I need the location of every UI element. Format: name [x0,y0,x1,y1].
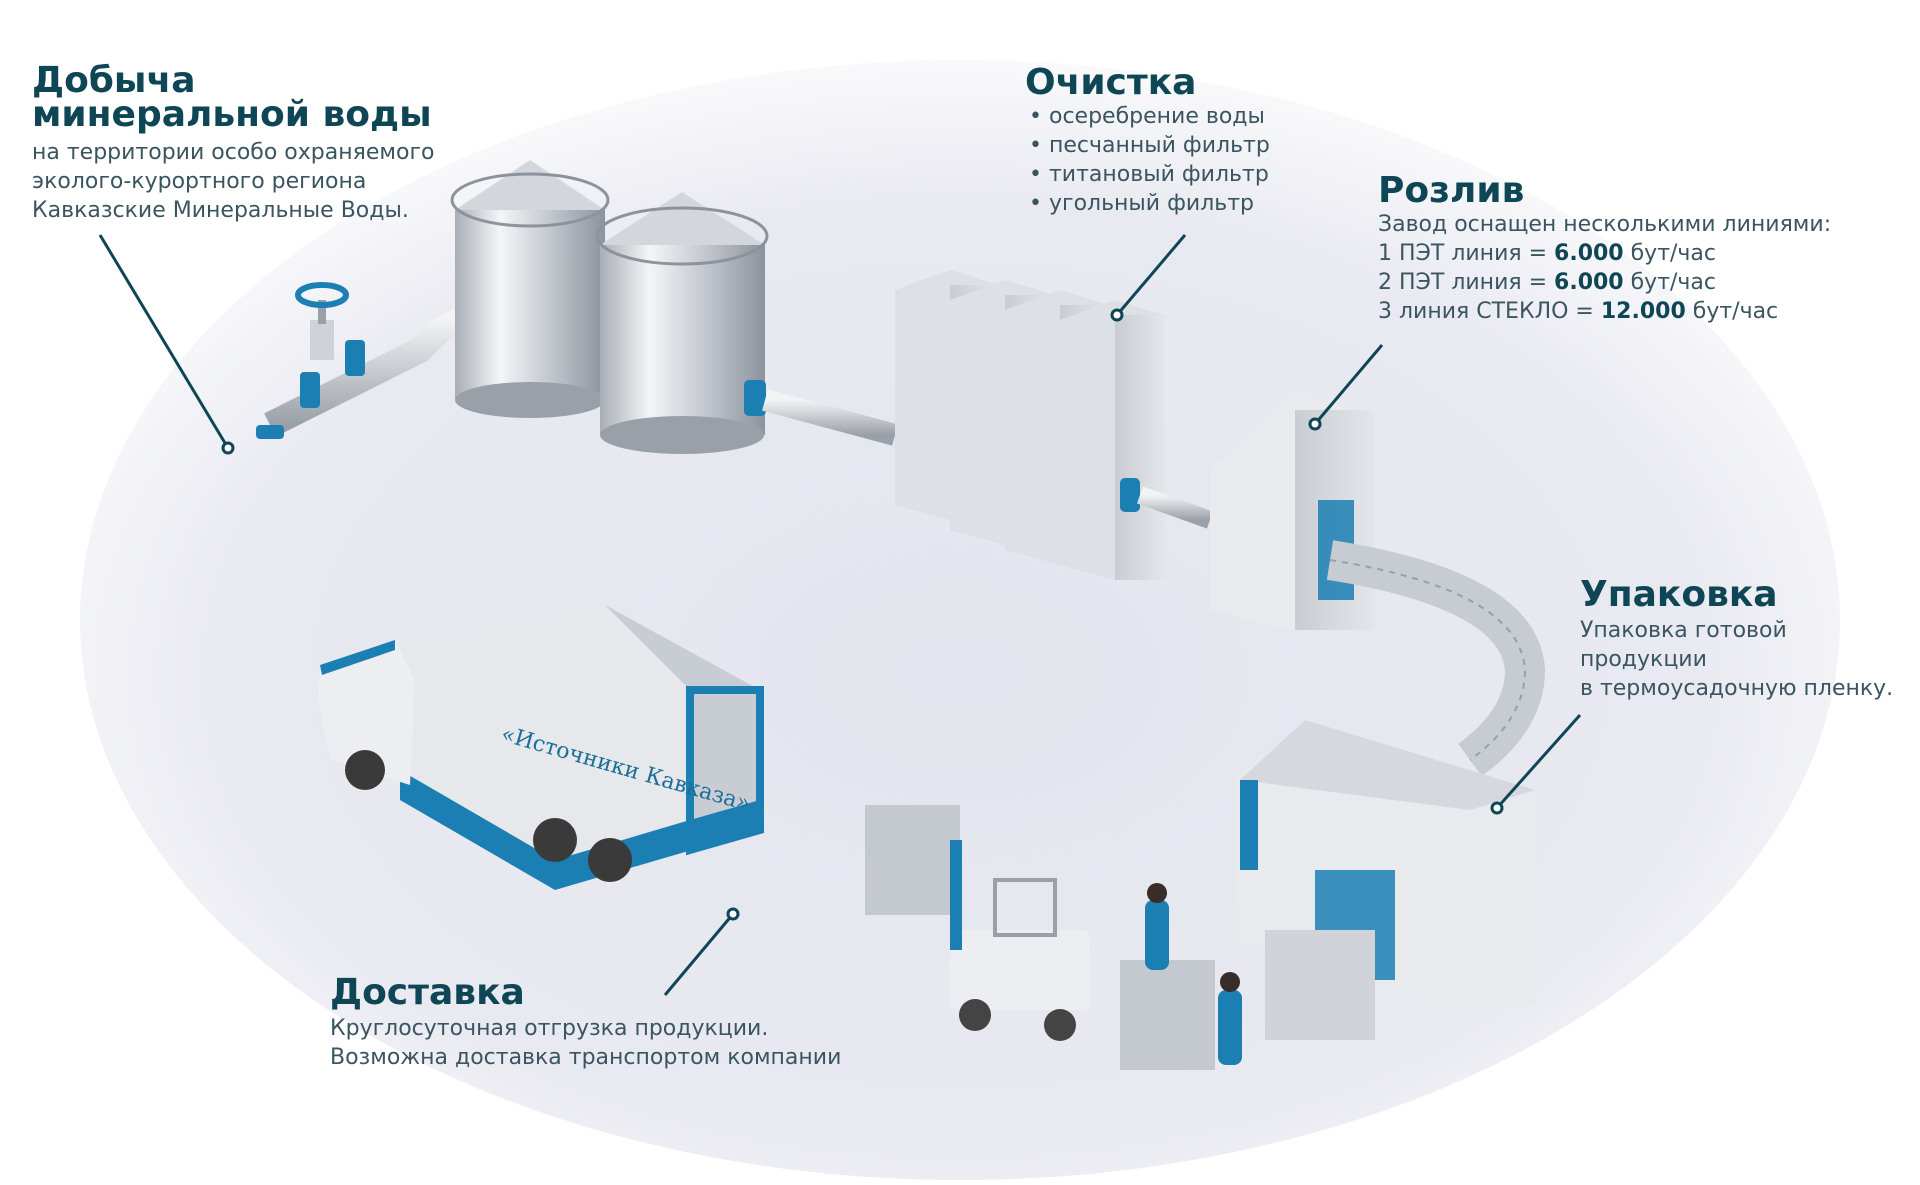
stage-purification: Очистка осеребрение воды песчанный фильт… [1025,62,1325,218]
extraction-title-line2: минеральной воды [32,94,432,135]
extraction-title: Добыча минеральной воды [32,63,452,135]
packing-title: Упаковка [1580,574,1778,615]
stage-packing: Упаковка Упаковка готовой продукции в те… [1580,574,1910,703]
bottling-line-2: 2 ПЭТ линия = 6.000 бут/час [1378,268,1878,297]
stage-bottling: Розлив Завод оснащен несколькими линиями… [1378,170,1878,326]
purification-item: титановый фильтр [1029,160,1325,189]
packing-desc: Упаковка готовой продукции в термоусадоч… [1580,616,1910,703]
extraction-desc-line2: эколого-курортного региона [32,169,367,194]
line-value: 12.000 [1600,299,1686,324]
purification-item: угольный фильтр [1029,189,1325,218]
delivery-desc-line2: Возможна доставка транспортом компании [330,1045,842,1070]
extraction-desc-line1: на территории особо охраняемого [32,140,435,165]
line-unit: бут/час [1623,241,1717,266]
bottling-line-3: 3 линия СТЕКЛО = 12.000 бут/час [1378,297,1878,326]
forklift [950,840,1090,1041]
bottling-title: Розлив [1378,170,1525,211]
extraction-desc-line3: Кавказские Минеральные Воды. [32,198,409,223]
delivery-desc: Круглосуточная отгрузка продукции. Возмо… [330,1014,850,1072]
purification-item: осеребрение воды [1029,102,1325,131]
purification-list: осеребрение воды песчанный фильтр титано… [1025,102,1325,218]
pipe-to-bottling [1136,486,1214,529]
filters [895,270,1165,580]
purification-item: песчанный фильтр [1029,131,1325,160]
packing-desc-line1: Упаковка готовой продукции [1580,618,1787,672]
workers [1145,883,1242,1065]
purification-title: Очистка [1025,62,1197,103]
stage-delivery: Доставка Круглосуточная отгрузка продукц… [330,972,850,1072]
line-unit: бут/час [1685,299,1779,324]
extraction-title-line1: Добыча [32,60,196,101]
pallets [865,805,1215,1070]
line-label: 3 линия СТЕКЛО = [1378,299,1601,324]
leader-dots [221,308,1504,921]
line-unit: бут/час [1623,270,1717,295]
truck: «Источники Кавказа» [318,605,764,890]
valve-pipe [256,282,466,439]
stage-extraction: Добыча минеральной воды на территории ос… [32,63,452,225]
line-value: 6.000 [1554,241,1624,266]
storage-tanks [450,160,769,454]
bottling-line-1: 1 ПЭТ линия = 6.000 бут/час [1378,239,1878,268]
delivery-desc-line1: Круглосуточная отгрузка продукции. [330,1016,769,1041]
delivery-title: Доставка [330,972,525,1013]
pipe-to-filters [762,389,898,446]
line-label: 1 ПЭТ линия = [1378,241,1555,266]
line-value: 6.000 [1554,270,1624,295]
packing-desc-line2: в термоусадочную пленку. [1580,676,1894,701]
line-label: 2 ПЭТ линия = [1378,270,1555,295]
extraction-desc: на территории особо охраняемого эколого-… [32,138,452,225]
bottling-intro: Завод оснащен несколькими линиями: [1378,212,1832,237]
leader-lines [98,234,1582,996]
packing-machine [1235,720,1535,1040]
